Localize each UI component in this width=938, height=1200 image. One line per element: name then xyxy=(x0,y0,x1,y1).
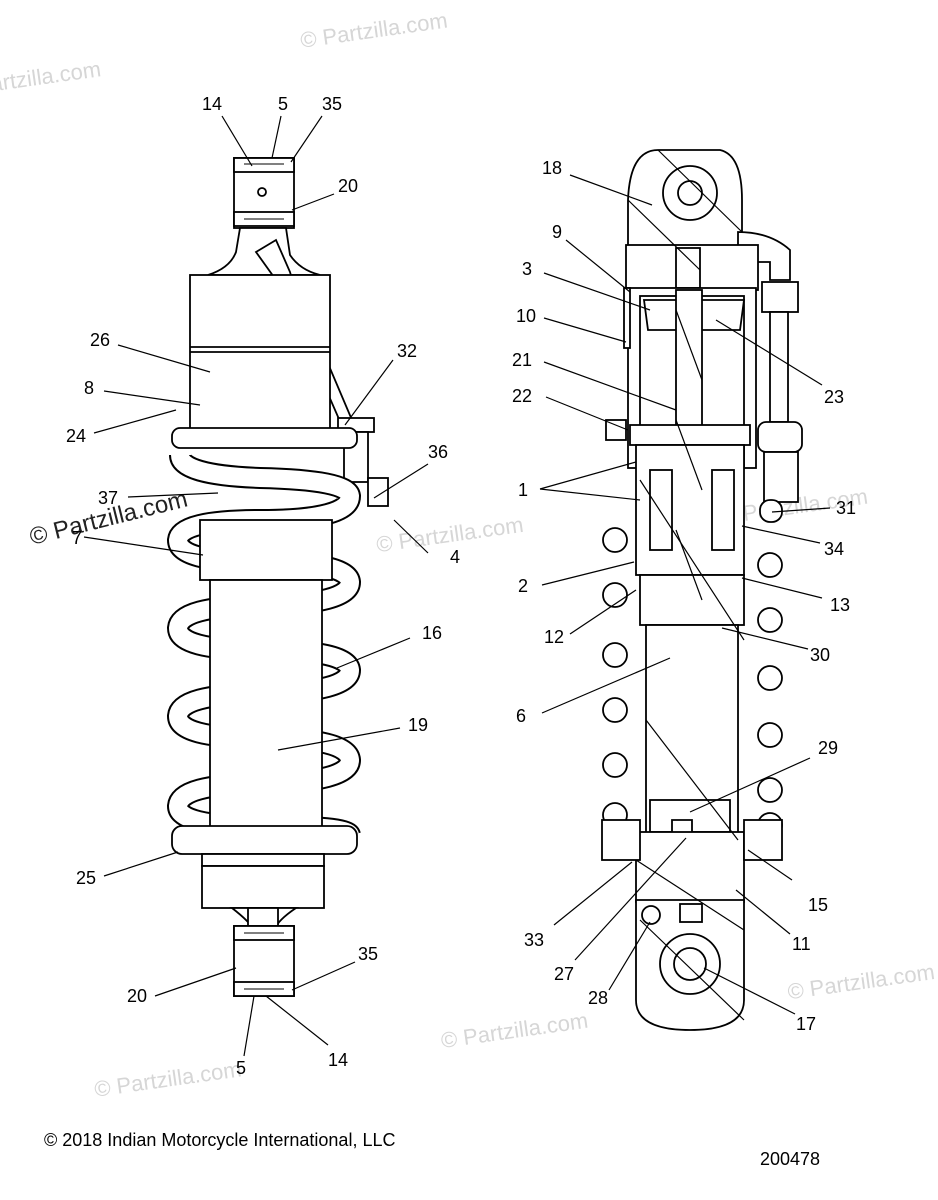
callout-14: 14 xyxy=(202,94,222,114)
callout-1: 1 xyxy=(518,480,528,500)
callout-23: 23 xyxy=(824,387,844,407)
callout-6: 6 xyxy=(516,706,526,726)
callout-15: 15 xyxy=(808,895,828,915)
callout-35: 35 xyxy=(322,94,342,114)
callout-31: 31 xyxy=(836,498,856,518)
callout-25: 25 xyxy=(76,868,96,888)
watermark: © Partzilla.com xyxy=(0,56,102,101)
drawing-number: 200478 xyxy=(760,1149,821,1169)
callout-10: 10 xyxy=(516,306,536,326)
callout-30: 30 xyxy=(810,645,830,665)
callout-33: 33 xyxy=(524,930,544,950)
callout-8: 8 xyxy=(84,378,94,398)
callout-4: 4 xyxy=(450,547,460,567)
callout-13: 13 xyxy=(830,595,850,615)
callout-11: 11 xyxy=(792,934,811,954)
callout-24: 24 xyxy=(66,426,86,446)
callout-14-bottom: 14 xyxy=(328,1050,348,1070)
left-shock-drawing xyxy=(166,157,389,997)
callout-18: 18 xyxy=(542,158,562,178)
watermark: © Partzilla.com xyxy=(786,959,936,1004)
callout-27: 27 xyxy=(554,964,574,984)
watermark: © Partzilla.com xyxy=(93,1056,243,1101)
callouts-right: 18 9 3 10 21 22 23 1 31 34 2 13 12 30 6 … xyxy=(512,158,856,1034)
leader-lines xyxy=(83,115,831,1057)
callout-20-bottom: 20 xyxy=(127,986,147,1006)
watermark: © Partzilla.com xyxy=(439,1008,589,1053)
callout-5: 5 xyxy=(278,94,288,114)
watermark: © Partzilla.com xyxy=(645,0,795,4)
callouts-left: 14 5 35 20 26 8 24 32 36 37 4 7 16 19 25… xyxy=(66,94,460,1078)
copyright-text: © 2018 Indian Motorcycle International, … xyxy=(44,1130,396,1150)
callout-34: 34 xyxy=(824,539,844,559)
callout-5-bottom: 5 xyxy=(236,1058,246,1078)
callout-29: 29 xyxy=(818,738,838,758)
callout-16: 16 xyxy=(422,623,442,643)
callout-32: 32 xyxy=(397,341,417,361)
callout-37: 37 xyxy=(98,488,118,508)
watermark: © Partzilla.com xyxy=(299,7,449,52)
callout-20: 20 xyxy=(338,176,358,196)
callout-19: 19 xyxy=(408,715,428,735)
callout-7: 7 xyxy=(72,528,82,548)
callout-26: 26 xyxy=(90,330,110,350)
callout-28: 28 xyxy=(588,988,608,1008)
callout-22: 22 xyxy=(512,386,532,406)
callout-2: 2 xyxy=(518,576,528,596)
callout-9: 9 xyxy=(552,222,562,242)
callout-36: 36 xyxy=(428,442,448,462)
callout-17: 17 xyxy=(796,1014,816,1034)
callout-35-bottom: 35 xyxy=(358,944,378,964)
right-shock-cutaway xyxy=(601,149,803,1031)
callout-21: 21 xyxy=(512,350,532,370)
callout-12: 12 xyxy=(544,627,564,647)
callout-3: 3 xyxy=(522,259,532,279)
